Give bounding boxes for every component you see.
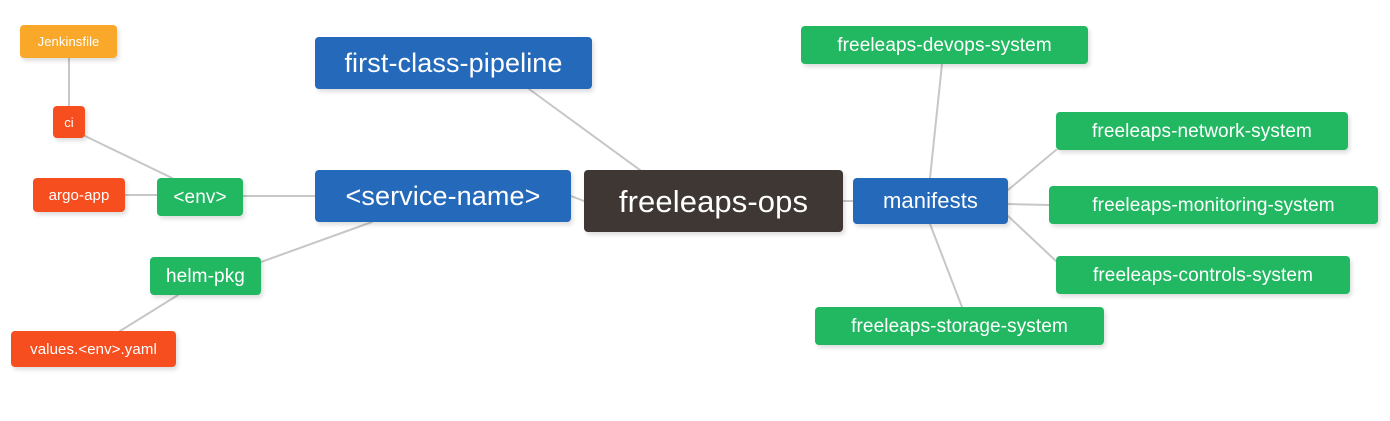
node-label: freeleaps-monitoring-system xyxy=(1092,194,1335,216)
node-first-class-pipeline[interactable]: first-class-pipeline xyxy=(315,37,592,89)
node-label: argo-app xyxy=(48,186,110,204)
node-manifests[interactable]: manifests xyxy=(853,178,1008,224)
edge-manifests-to-freeleaps-controls-system xyxy=(1007,215,1057,262)
node-label: ci xyxy=(64,114,74,130)
edge-manifests-to-freeleaps-storage-system xyxy=(929,223,963,308)
node-label: <service-name> xyxy=(345,180,541,211)
node-freeleaps-storage-system[interactable]: freeleaps-storage-system xyxy=(815,307,1104,345)
node-label: <env> xyxy=(173,186,227,208)
node-values-env-yaml[interactable]: values.<env>.yaml xyxy=(11,331,176,367)
node-label: Jenkinsfile xyxy=(37,34,100,49)
node-label: freeleaps-ops xyxy=(618,183,809,219)
edge-helm-pkg-to-service-name xyxy=(260,221,373,263)
node-freeleaps-ops[interactable]: freeleaps-ops xyxy=(584,170,843,232)
edge-manifests-to-freeleaps-network-system xyxy=(1007,149,1057,191)
node-freeleaps-devops-system[interactable]: freeleaps-devops-system xyxy=(801,26,1088,64)
edge-values-env-yaml-to-helm-pkg xyxy=(119,294,179,332)
node-label: freeleaps-network-system xyxy=(1092,120,1312,142)
node-label: freeleaps-storage-system xyxy=(851,315,1068,337)
node-label: first-class-pipeline xyxy=(344,47,563,78)
node-argo-app[interactable]: argo-app xyxy=(33,178,125,212)
edge-first-class-pipeline-to-freeleaps-ops xyxy=(528,88,641,171)
node-env[interactable]: <env> xyxy=(157,178,243,216)
node-label: freeleaps-controls-system xyxy=(1092,264,1314,286)
node-freeleaps-monitoring-system[interactable]: freeleaps-monitoring-system xyxy=(1049,186,1378,224)
node-jenkinsfile[interactable]: Jenkinsfile xyxy=(20,25,117,58)
node-service-name[interactable]: <service-name> xyxy=(315,170,571,222)
node-label: manifests xyxy=(882,188,979,213)
edge-service-name-to-freeleaps-ops xyxy=(570,195,585,202)
node-label: values.<env>.yaml xyxy=(30,340,157,358)
node-label: freeleaps-devops-system xyxy=(837,34,1052,56)
node-freeleaps-network-system[interactable]: freeleaps-network-system xyxy=(1056,112,1348,150)
edge-manifests-to-freeleaps-devops-system xyxy=(929,63,943,179)
edge-ci-to-env xyxy=(84,135,173,179)
node-label: helm-pkg xyxy=(166,265,245,287)
node-freeleaps-controls-system[interactable]: freeleaps-controls-system xyxy=(1056,256,1350,294)
edge-manifests-to-freeleaps-monitoring-system xyxy=(1007,203,1050,206)
node-helm-pkg[interactable]: helm-pkg xyxy=(150,257,261,295)
node-ci[interactable]: ci xyxy=(53,106,85,138)
